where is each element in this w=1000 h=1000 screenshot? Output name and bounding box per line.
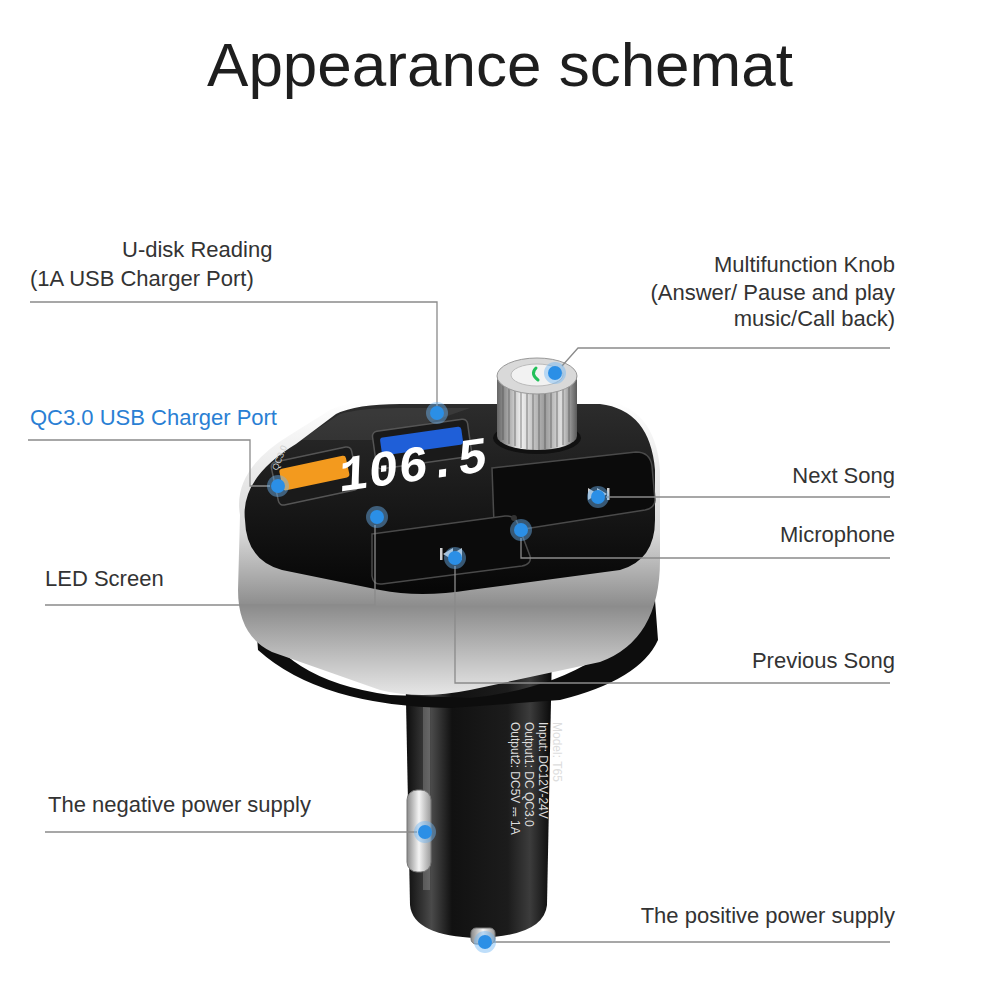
- dot-halo: [414, 821, 436, 843]
- page-title: Appearance schemat: [0, 28, 1000, 102]
- plug-marking: Input: DC12V-24V: [536, 722, 550, 819]
- callout-label: (1A USB Charger Port): [30, 266, 254, 292]
- callout-dot: [418, 825, 432, 839]
- plug-marking: Model: T65: [550, 722, 564, 782]
- ridge: [532, 393, 533, 450]
- plug-marking: Output1: DC QC3.0: [522, 722, 536, 827]
- chrome-band: [238, 400, 660, 695]
- ridge: [502, 384, 503, 440]
- callout-dot: [514, 523, 528, 537]
- callout-dot: [548, 366, 562, 380]
- callout-label: LED Screen: [45, 566, 164, 592]
- ridge: [550, 392, 551, 448]
- callout-label: (Answer/ Pause and play music/Call back): [633, 280, 895, 333]
- callout-dot: [448, 551, 462, 565]
- dot-halo: [444, 547, 466, 569]
- callout-label: Next Song: [792, 463, 895, 489]
- dot-halo: [474, 931, 496, 953]
- ridge: [514, 389, 515, 446]
- callout-dot: [591, 490, 605, 504]
- callout-dot: [478, 935, 492, 949]
- callout-label: Microphone: [780, 522, 895, 548]
- leader-line: [45, 831, 417, 832]
- dot-halo: [267, 475, 289, 497]
- leader-lines: [28, 302, 890, 942]
- dot-halo: [366, 506, 388, 528]
- top-panel: [245, 404, 655, 594]
- leader-line: [606, 496, 890, 497]
- phone-indicator: [533, 368, 538, 380]
- leader-line: [562, 348, 890, 366]
- callout-label: The positive power supply: [641, 903, 895, 929]
- callout-label: The negative power supply: [48, 792, 311, 818]
- ridge: [520, 391, 521, 448]
- callout-dot: [430, 406, 444, 420]
- previous-button: [372, 516, 530, 584]
- leader-line: [45, 525, 375, 605]
- ridge: [556, 391, 557, 447]
- callout-dot: [370, 510, 384, 524]
- bar: [440, 548, 443, 560]
- negative-contact: [407, 790, 431, 872]
- callout-dot: [271, 479, 285, 493]
- ridge: [544, 393, 545, 449]
- callout-label: Previous Song: [752, 648, 895, 674]
- callout-label: QC3.0 USB Charger Port: [30, 405, 277, 431]
- callout-label: U-disk Reading: [122, 237, 272, 263]
- leader-line: [28, 440, 270, 486]
- dot-halo: [587, 486, 609, 508]
- dot-halo: [426, 402, 448, 424]
- ridge: [508, 387, 509, 444]
- microphone-hole: [511, 515, 517, 521]
- ridge: [562, 389, 563, 445]
- dot-halo: [510, 519, 532, 541]
- leader-line: [30, 302, 437, 406]
- ridge: [568, 386, 569, 442]
- ridge: [526, 392, 527, 449]
- callout-label: Multifunction Knob: [714, 252, 895, 278]
- ridge: [538, 393, 539, 450]
- callout-dots: [267, 362, 609, 953]
- plug-marking: Output2: DC5V ⎓ 1A: [508, 722, 522, 835]
- leader-line: [493, 941, 890, 942]
- dot-halo: [544, 362, 566, 384]
